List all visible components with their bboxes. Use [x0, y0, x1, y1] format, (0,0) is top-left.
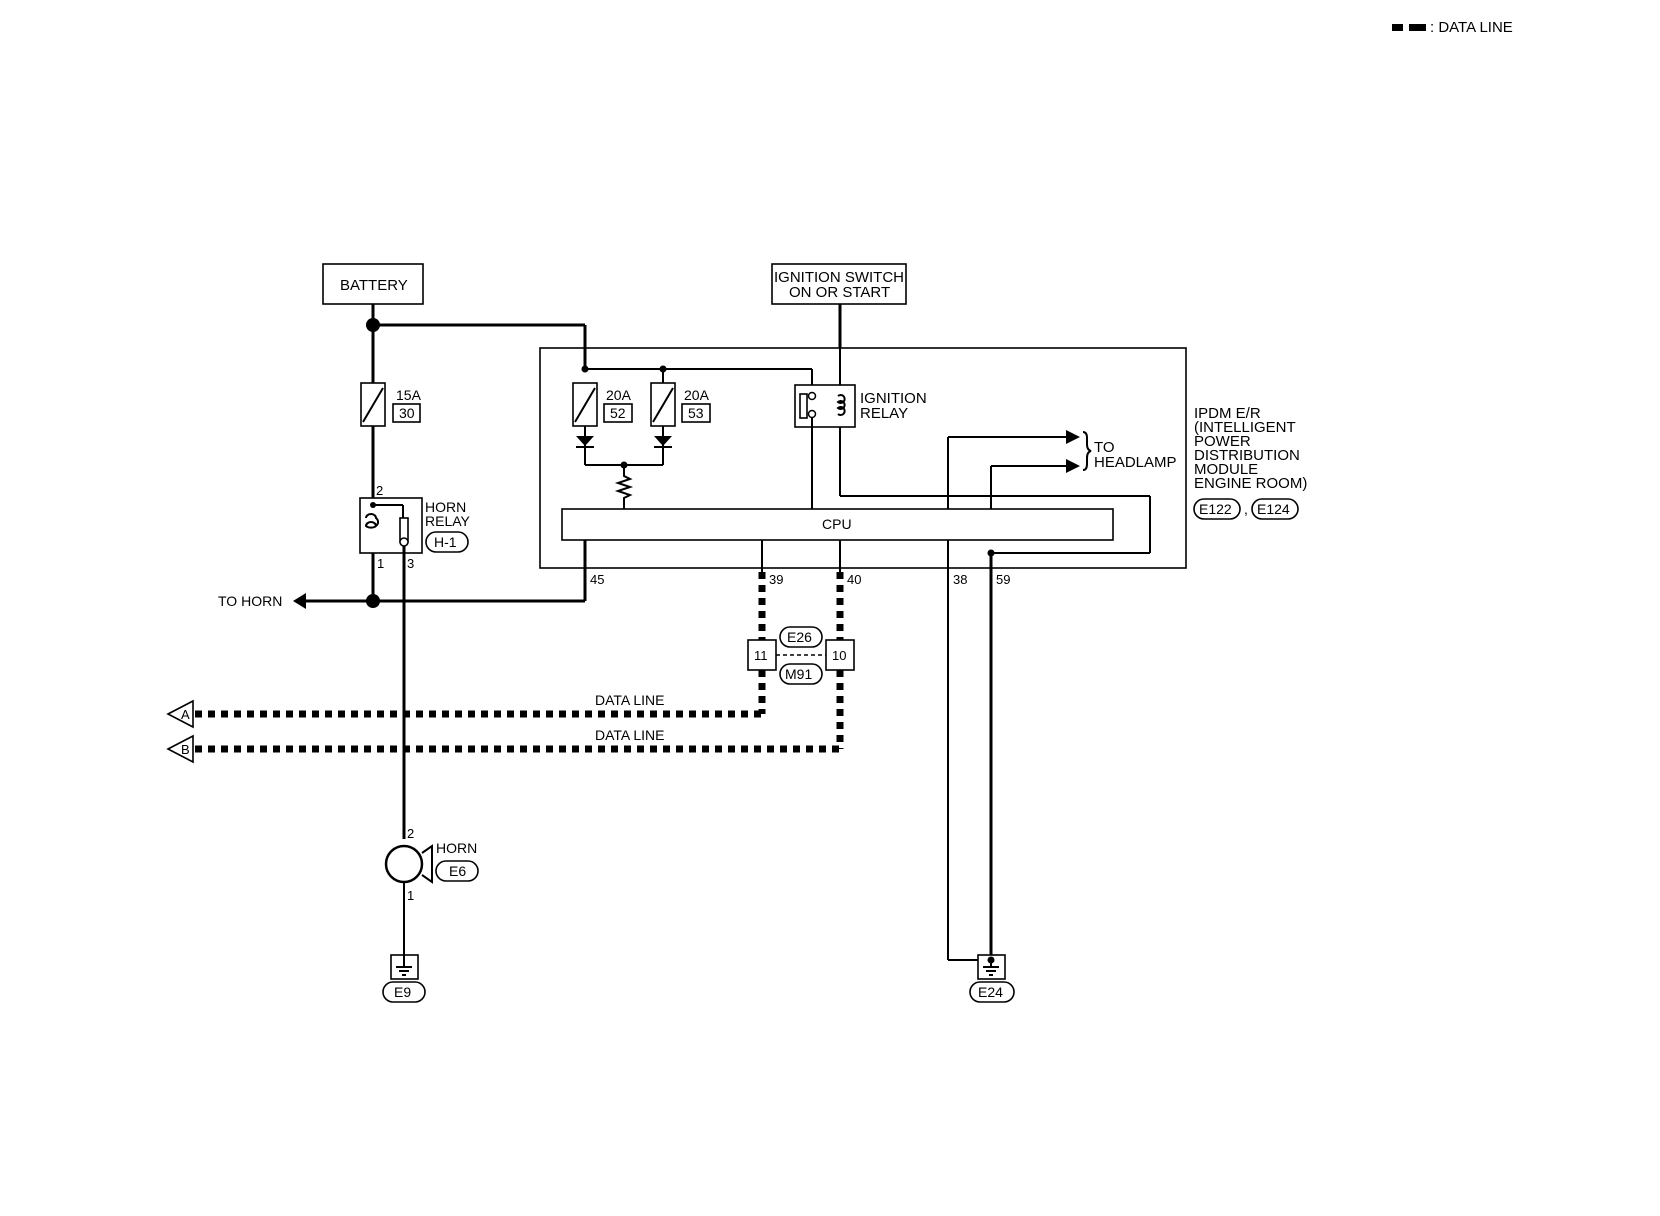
junction-dot	[366, 318, 380, 332]
ignition-switch-box: IGNITION SWITCH ON OR START	[771, 263, 907, 305]
ground-e9: E9	[382, 954, 426, 1003]
data-line-a	[195, 572, 766, 718]
junction-dot	[366, 594, 380, 608]
ignition-label-1: IGNITION SWITCH	[774, 269, 904, 286]
legend: : DATA LINE	[1392, 19, 1513, 36]
resistor-icon	[614, 465, 634, 509]
to-headlamp-label-2: HEADLAMP	[1094, 454, 1177, 471]
port-b: B	[166, 734, 194, 764]
fuse-53-number: 53	[688, 405, 704, 421]
ipdm-connector-sep: ,	[1244, 501, 1248, 517]
ignition-relay-label-2: RELAY	[860, 405, 908, 422]
port-a-label: A	[181, 707, 190, 722]
fuse-53-label: 20A	[684, 387, 710, 403]
horn-relay-connector: H-1	[434, 534, 457, 550]
ipdm-label: IPDM E/R (INTELLIGENT POWER DISTRIBUTION…	[1193, 405, 1307, 520]
data-line-b	[195, 572, 844, 753]
to-headlamp-label-1: TO	[1094, 439, 1115, 456]
horn: 2 HORN E6 1	[384, 826, 479, 903]
fuse-52-number: 52	[610, 405, 626, 421]
joint-connector: 11 10 E26 M91	[747, 626, 855, 685]
arrow-right-icon	[1066, 459, 1080, 473]
ipdm-line: ENGINE ROOM)	[1194, 475, 1307, 492]
fuse-15a-label: 15A	[396, 387, 422, 403]
joint-pin-10: 10	[832, 648, 846, 663]
joint-pin-11: 11	[754, 648, 768, 663]
horn-connector: E6	[449, 863, 466, 879]
ignition-relay: IGNITION RELAY	[794, 384, 927, 428]
fuse-15a: 15A 30	[360, 382, 422, 427]
ground-e24: E24	[969, 954, 1015, 1003]
cpu-box: CPU	[561, 508, 1114, 541]
data-line-a-label: DATA LINE	[595, 692, 665, 708]
fuse-52-label: 20A	[606, 387, 632, 403]
ipdm-connector-e124: E124	[1257, 501, 1290, 517]
data-line-b-label: DATA LINE	[595, 727, 665, 743]
pin-40: 40	[847, 572, 861, 587]
horn-pin-2: 2	[407, 826, 414, 841]
horn-relay-pin-2: 2	[376, 483, 383, 498]
horn-relay-label-2: RELAY	[425, 513, 471, 529]
cpu-label: CPU	[822, 516, 852, 532]
horn-pin-1: 1	[407, 888, 414, 903]
legend-label: : DATA LINE	[1430, 19, 1513, 36]
pin-38: 38	[953, 572, 967, 587]
ipdm-connector-e122: E122	[1199, 501, 1232, 517]
connector-e26: E26	[787, 629, 812, 645]
ground-e9-label: E9	[394, 984, 411, 1000]
ipdm-line: DISTRIBUTION	[1194, 447, 1300, 464]
horn-label: HORN	[436, 840, 477, 856]
pin-59: 59	[996, 572, 1010, 587]
diode-icon	[576, 436, 594, 446]
horn-relay: 2 HORN RELAY H-1 1 3	[359, 483, 471, 571]
horn-icon	[384, 844, 424, 884]
pin-39: 39	[769, 572, 783, 587]
ipdm-line: IPDM E/R	[1194, 405, 1261, 422]
ipdm-line: POWER	[1194, 433, 1251, 450]
diode-icon	[654, 436, 672, 446]
battery-label: BATTERY	[340, 277, 408, 294]
pin-45: 45	[590, 572, 604, 587]
to-horn-arrow	[293, 593, 306, 609]
connector-m91: M91	[785, 666, 812, 682]
horn-relay-pin-3: 3	[407, 556, 414, 571]
horn-relay-pin-1: 1	[377, 556, 384, 571]
horn-relay-label-1: HORN	[425, 499, 466, 515]
to-horn-label: TO HORN	[218, 593, 282, 609]
arrow-right-icon	[1066, 430, 1080, 444]
port-b-label: B	[181, 742, 190, 757]
ground-e24-label: E24	[978, 984, 1003, 1000]
ipdm-line: MODULE	[1194, 461, 1258, 478]
fuse-15a-number: 30	[399, 405, 415, 421]
brace-icon	[1082, 431, 1092, 471]
battery-box: BATTERY	[322, 263, 424, 305]
ignition-relay-label-1: IGNITION	[860, 390, 927, 407]
ignition-label-2: ON OR START	[789, 284, 890, 301]
port-a: A	[166, 699, 194, 729]
ipdm-line: (INTELLIGENT	[1194, 419, 1296, 436]
fuse-20a-52: 20A 52	[572, 382, 633, 427]
